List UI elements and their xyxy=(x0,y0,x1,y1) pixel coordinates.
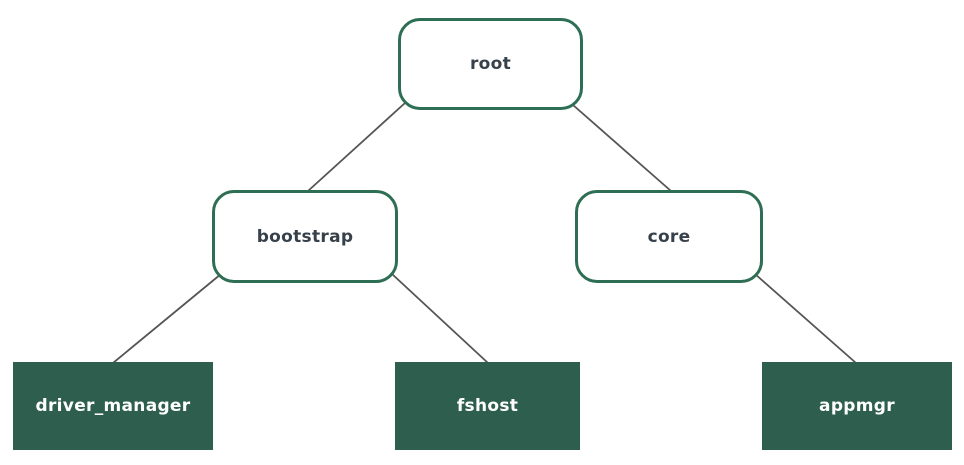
node-fshost: fshost xyxy=(395,362,580,450)
edge-root-bootstrap xyxy=(307,102,406,192)
node-bootstrap: bootstrap xyxy=(212,190,398,283)
node-appmgr: appmgr xyxy=(762,362,952,450)
edge-root-core xyxy=(572,104,672,192)
node-driver-manager: driver_manager xyxy=(13,362,213,450)
edge-bootstrap-driver-manager xyxy=(112,273,222,364)
edge-core-appmgr xyxy=(754,273,857,364)
node-core: core xyxy=(575,190,763,283)
node-root: root xyxy=(398,18,583,110)
edge-bootstrap-fshost xyxy=(391,273,489,364)
